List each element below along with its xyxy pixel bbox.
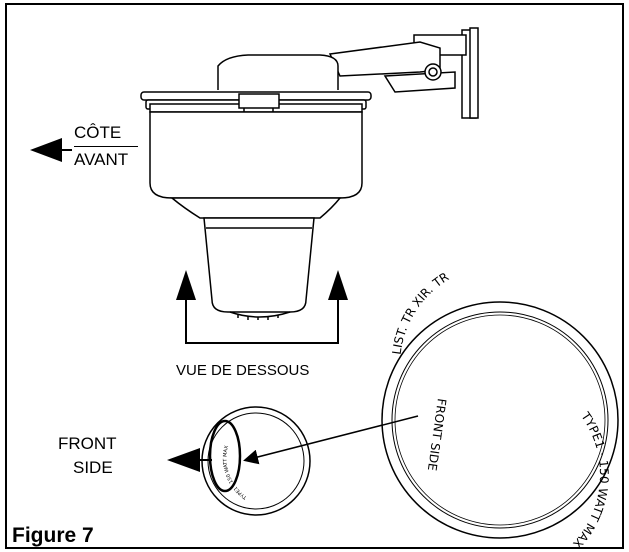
lamp-cylinder bbox=[203, 217, 315, 320]
front-side-label-line1: FRONT bbox=[58, 434, 117, 453]
small-lens bbox=[201, 406, 311, 516]
large-lens-front-side: FRONT SIDE bbox=[425, 398, 449, 472]
wall-bracket bbox=[328, 27, 479, 119]
side-arrow-head bbox=[30, 138, 62, 162]
arrow-head-right bbox=[328, 270, 348, 300]
side-label-bottom: AVANT bbox=[74, 150, 129, 169]
large-lens bbox=[381, 301, 619, 539]
bottom-view-arrows bbox=[185, 300, 339, 344]
side-label-top: CÔTE bbox=[74, 123, 122, 142]
front-arrow-head bbox=[167, 448, 200, 472]
figure-caption: Figure 7 bbox=[12, 524, 94, 547]
housing-body bbox=[149, 111, 363, 199]
arrow-head-left bbox=[176, 270, 196, 300]
side-label-divider bbox=[74, 146, 138, 147]
detail-arrow bbox=[243, 415, 419, 465]
housing-dome bbox=[217, 54, 339, 90]
large-lens-rim-marks: LIST. TR XIR. TR bbox=[390, 270, 452, 356]
figure-border bbox=[5, 3, 624, 549]
front-side-label-line2: SIDE bbox=[73, 458, 113, 477]
bottom-view-label: VUE DE DESSOUS bbox=[176, 362, 310, 379]
housing-lid bbox=[140, 91, 372, 128]
housing-neck bbox=[169, 197, 342, 219]
large-lens-rim-rating: TYPE1 · 150 WATT MAX bbox=[570, 409, 611, 551]
